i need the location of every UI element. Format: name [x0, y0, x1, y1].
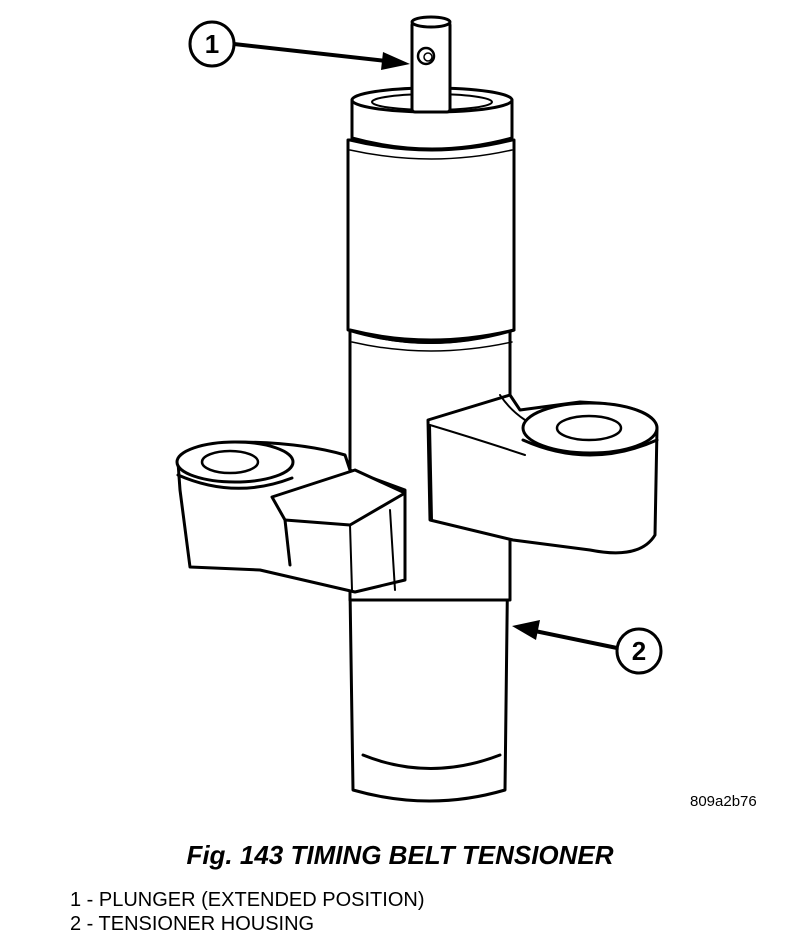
right-mount-hole [555, 414, 623, 442]
left-mount-hole [200, 449, 260, 475]
legend-item-1: 1 - PLUNGER (EXTENDED POSITION) [70, 889, 425, 911]
housing-mid-groove [348, 328, 516, 342]
plunger-top [410, 15, 452, 29]
left-ear-web-line-3 [389, 509, 396, 591]
housing-top-collar [350, 98, 514, 151]
right-ear-web-line [429, 424, 433, 521]
left-ear-face [176, 473, 294, 490]
housing-bottom-band [361, 753, 502, 770]
figure-caption: Fig. 143 TIMING BELT TENSIONER [186, 840, 614, 870]
plunger-rod [410, 20, 452, 114]
legend: 1 - PLUNGER (EXTENDED POSITION) 2 - TENS… [70, 888, 425, 936]
callout-2-arrowhead [512, 620, 540, 640]
right-ear-web-line-2 [429, 424, 526, 456]
callout-2: 2 [512, 620, 663, 675]
housing-ring-line-2 [349, 149, 513, 160]
left-ear-web [270, 468, 407, 527]
housing-upper [346, 138, 516, 344]
callout-1-arrowhead [381, 52, 410, 70]
callout-1-number: 1 [205, 29, 219, 59]
left-ear-web-line [283, 518, 292, 567]
callout-2-number: 2 [632, 636, 646, 666]
tensioner-illustration: 1 2 [175, 15, 663, 803]
left-ear-web-line-2 [349, 524, 353, 591]
plunger-hole-inner [423, 52, 433, 62]
legend-item-2: 2 - TENSIONER HOUSING [70, 913, 315, 935]
housing-mid-groove-2 [351, 341, 513, 352]
housing-lower-body [348, 538, 510, 803]
right-ear-web-line-3 [499, 394, 526, 421]
callout-1: 1 [188, 20, 410, 70]
right-ear-face [521, 438, 659, 457]
image-code: 809a2b76 [690, 793, 757, 810]
